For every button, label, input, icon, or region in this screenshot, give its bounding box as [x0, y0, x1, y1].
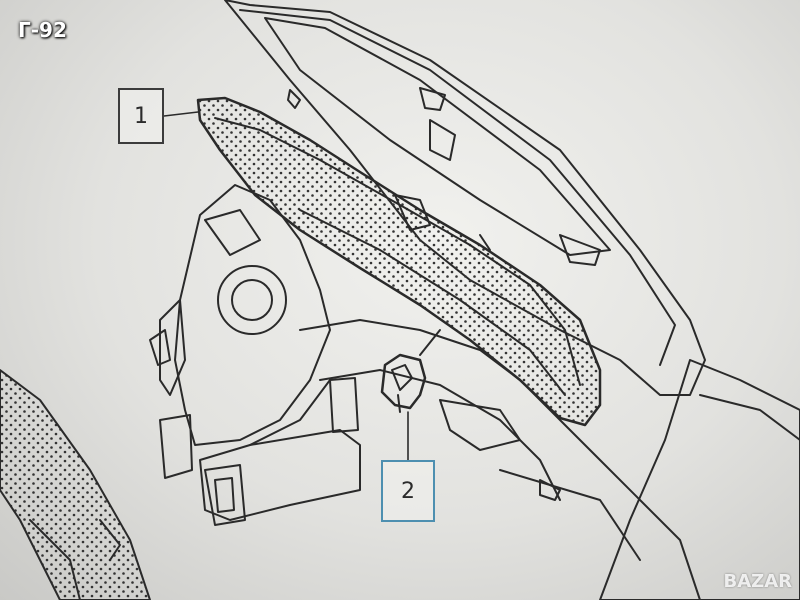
seal-strip-part-1 — [196, 96, 602, 427]
clip-part-2 — [380, 329, 441, 413]
callout-part-1: 1 — [118, 88, 164, 144]
watermark: BAZAR — [723, 571, 793, 592]
listing-code-label: Г-92 — [18, 18, 67, 42]
fender — [599, 359, 800, 600]
side-seal-strip — [0, 369, 151, 600]
leader-lines — [163, 111, 409, 461]
mount-bracket — [159, 377, 361, 526]
bulkhead — [149, 184, 331, 446]
cross-member — [299, 319, 701, 600]
callout-part-2: 2 — [381, 460, 435, 522]
